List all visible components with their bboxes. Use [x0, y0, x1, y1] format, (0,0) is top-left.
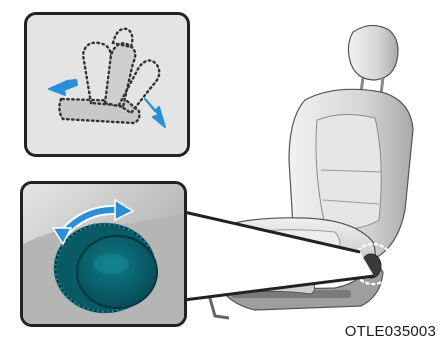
recline-knob-icon — [23, 184, 184, 324]
figure-code: OTLE035003 — [344, 323, 436, 340]
recline-diagram-panel — [24, 12, 190, 157]
knob-closeup-panel — [20, 181, 187, 327]
forward-arrow-icon — [48, 79, 78, 96]
backward-arrow-icon — [144, 98, 166, 128]
car-seat-illustration — [202, 24, 414, 320]
seat-recline-diagram-icon — [48, 27, 166, 128]
